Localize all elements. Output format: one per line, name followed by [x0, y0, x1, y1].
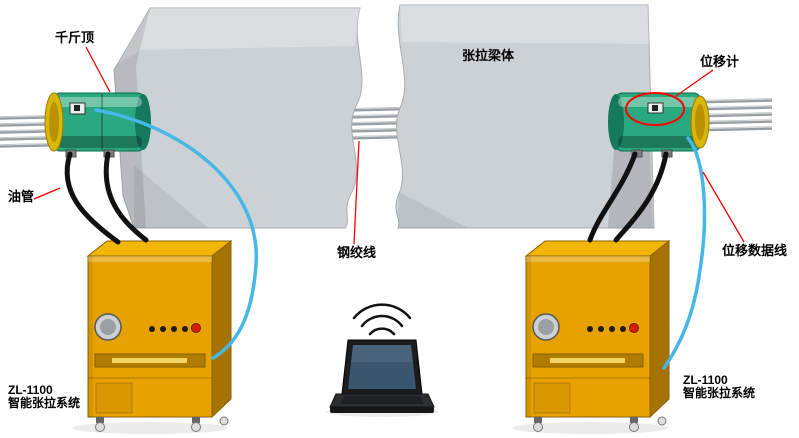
drawer-slot — [112, 358, 187, 363]
cabinet-side — [211, 239, 232, 419]
panel-button — [587, 326, 593, 332]
cabinet-front-shade — [88, 256, 93, 417]
right-system-name: 智能张拉系统 — [683, 386, 756, 400]
oil-hose-right-a — [587, 151, 638, 243]
caster-wheel — [657, 416, 667, 426]
left-cabinet — [86, 239, 233, 432]
wifi-arc-small — [368, 327, 396, 336]
cabinet-leg — [96, 417, 104, 423]
jack-highlight — [56, 97, 142, 107]
left-system-name: 智能张拉系统 — [8, 396, 81, 410]
cabinet-front-bevel — [88, 256, 212, 262]
beam-bottom-facet — [398, 192, 468, 228]
cabinet-leg — [192, 417, 200, 423]
laptop — [329, 339, 435, 413]
label-displacement-data-cable: 位移数据线 — [722, 243, 788, 258]
emergency-button — [191, 323, 201, 333]
oil-hose-right-b — [613, 151, 669, 243]
left-jack — [44, 92, 151, 158]
emergency-button — [629, 323, 639, 333]
cabinet-door-panel — [533, 382, 571, 414]
label-displacement-meter: 位移计 — [700, 54, 740, 69]
panel-button — [171, 326, 177, 332]
beam-top-highlight — [400, 5, 649, 44]
displacement-meter-highlight-ellipse — [625, 92, 685, 126]
panel-button — [149, 326, 155, 332]
beam-body-shape — [113, 7, 363, 229]
cabinet-leg — [534, 417, 542, 423]
label-oil-pipe: 油管 — [8, 189, 35, 204]
label-left-system: ZL-1100 智能张拉系统 — [8, 384, 80, 410]
label-steel-strand: 钢绞线 — [337, 245, 377, 260]
jack-shade — [56, 136, 142, 148]
pointer-jack — [85, 46, 111, 93]
data-cable-left — [94, 108, 258, 360]
cabinet-side — [649, 239, 670, 419]
pointer-steel-strand — [353, 140, 360, 245]
right-cabinet — [524, 239, 671, 432]
annotations — [33, 46, 745, 245]
laptop-screen-glare — [351, 345, 413, 362]
pointer-oil-pipe — [33, 187, 61, 200]
left-beam-block — [113, 7, 363, 229]
wifi-signal-icon — [352, 303, 412, 336]
wifi-arc-large — [352, 303, 412, 320]
pointer-displacement-meter — [675, 69, 714, 97]
beam-bottom-facet — [134, 165, 208, 228]
beam-top-highlight — [116, 8, 360, 64]
right-system-model: ZL-1100 — [683, 373, 728, 387]
jack-sensor-window — [74, 105, 80, 111]
wifi-arc-medium — [360, 314, 404, 328]
panel-button — [620, 326, 626, 332]
beam-body-shape — [395, 4, 655, 229]
label-right-system: ZL-1100 智能张拉系统 — [683, 374, 755, 400]
label-beam-body: 张拉梁体 — [462, 48, 515, 63]
data-cables — [94, 108, 707, 370]
cabinet-top — [86, 240, 233, 257]
caster-wheel — [219, 416, 229, 426]
oil-hose-left-a — [64, 151, 121, 245]
pressure-gauge-face — [538, 319, 554, 335]
cabinet-leg — [630, 417, 638, 423]
shadow-right-cabinet — [512, 422, 668, 434]
caster-wheel — [533, 422, 543, 432]
drawer-slot — [550, 358, 625, 363]
caster-wheel — [95, 422, 105, 432]
oil-hoses — [64, 151, 669, 245]
right-beam-block — [395, 4, 655, 229]
jack-end-cap — [608, 94, 624, 150]
shadow-left-cabinet — [72, 422, 228, 434]
left-system-model: ZL-1100 — [8, 383, 53, 397]
pointer-data-cable — [702, 171, 745, 243]
jack-flange-inner — [695, 104, 705, 140]
caster-wheel — [191, 422, 201, 432]
jack-shade — [618, 136, 698, 148]
panel-button — [160, 326, 166, 332]
cabinet-front-bevel — [526, 256, 650, 262]
jack-flange-inner — [49, 102, 59, 142]
cabinet-front-shade — [526, 256, 531, 417]
laptop-screen — [348, 345, 416, 389]
cabinet-top — [524, 240, 671, 257]
displacement-sensor-window — [652, 105, 658, 111]
oil-hose-left-b — [103, 151, 149, 243]
label-jack: 千斤顶 — [55, 30, 95, 45]
laptop-front-lip — [330, 407, 434, 413]
panel-button — [182, 326, 188, 332]
cabinet-door-panel — [95, 382, 133, 414]
caster-wheel — [629, 422, 639, 432]
pressure-gauge-face — [100, 319, 116, 335]
panel-button — [609, 326, 615, 332]
data-cable-right — [662, 136, 707, 370]
laptop-keyboard — [340, 396, 424, 404]
panel-button — [598, 326, 604, 332]
